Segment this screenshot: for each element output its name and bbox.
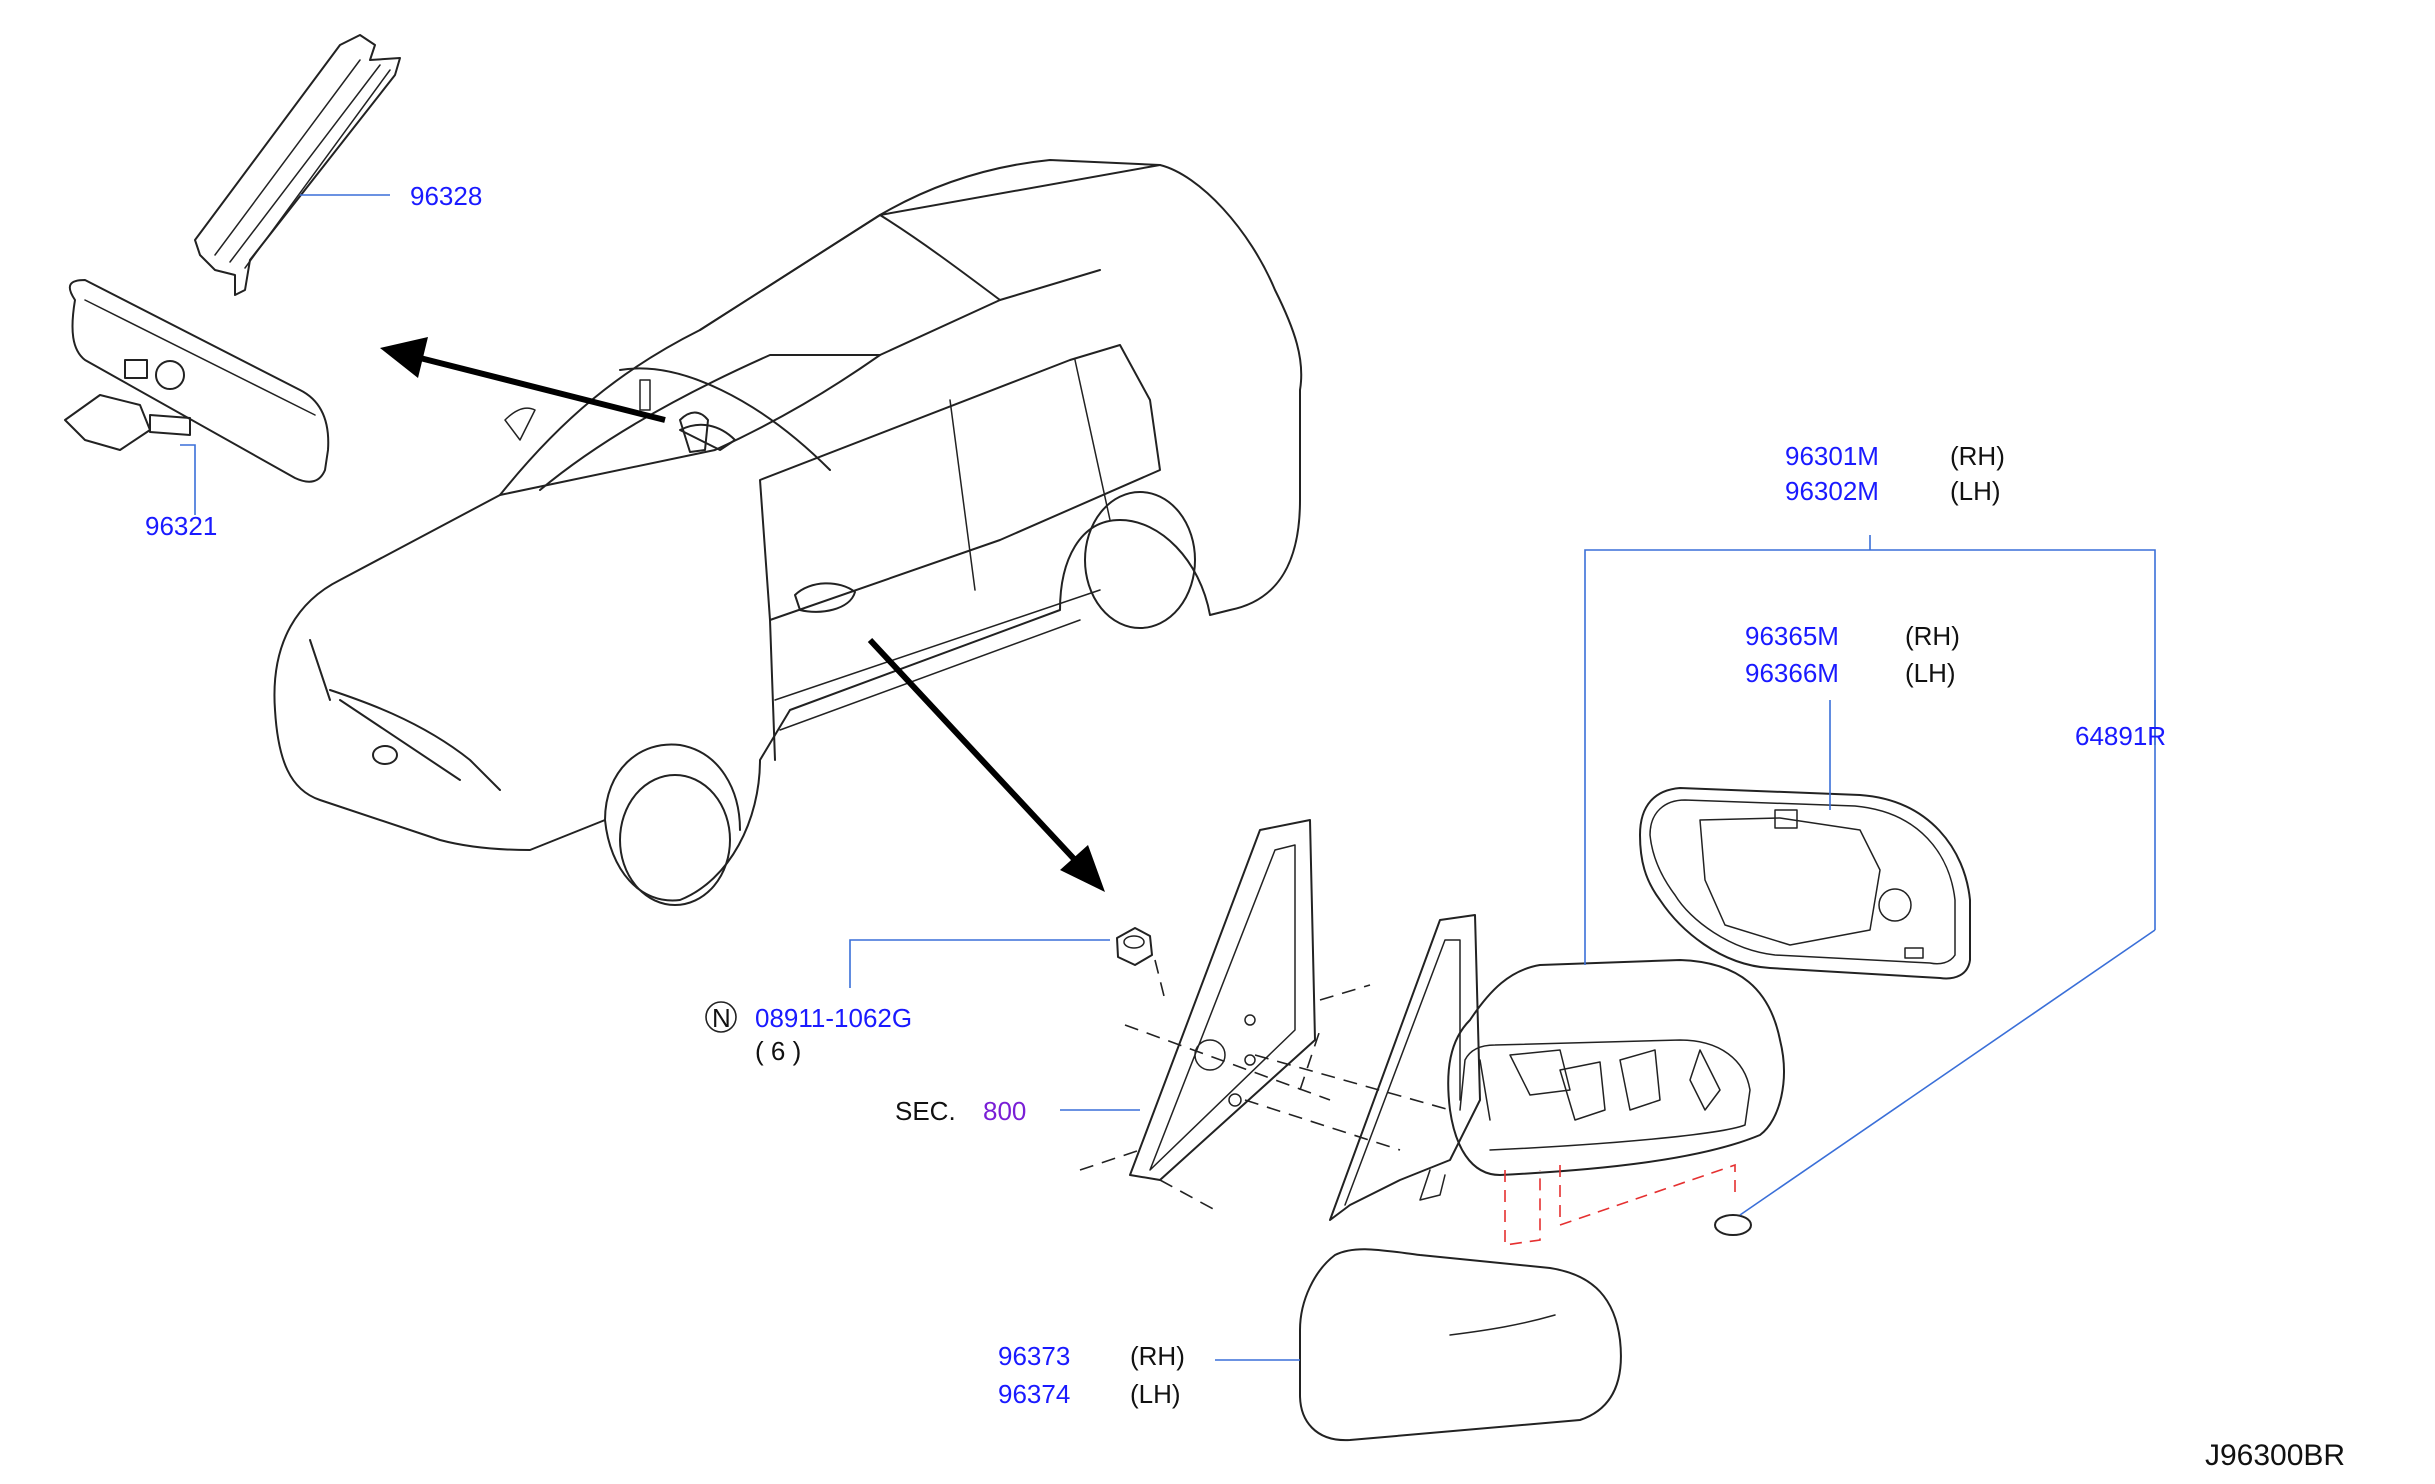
quantity-label: ( 6 ) [755, 1036, 801, 1066]
n-symbol: N [712, 1003, 731, 1033]
nut-part [1116, 927, 1153, 966]
side-label-lh: (LH) [1950, 476, 2001, 506]
part-number-96328[interactable]: 96328 [410, 181, 482, 211]
diagram-code: J96300BR [2205, 1439, 2345, 1472]
side-label-rh: (RH) [1130, 1341, 1185, 1371]
part-number-96301M[interactable]: 96301M [1785, 441, 1879, 471]
grommet-part [1714, 1214, 1752, 1236]
mirror-glass-part [1639, 787, 1971, 980]
pointer-arrows [380, 337, 1105, 892]
outside-mirror-base [1129, 819, 1316, 1181]
side-label-rh: (RH) [1950, 441, 2005, 471]
mirror-housing-part [1329, 914, 1785, 1221]
part-number-96365M[interactable]: 96365M [1745, 621, 1839, 651]
red-hidden-lines [1504, 1163, 1736, 1246]
part-labels: 96328 96321 96301M (RH) 96302M (LH) 9636… [145, 181, 2345, 1472]
part-number-64891R[interactable]: 64891R [2075, 721, 2166, 751]
part-number-96302M[interactable]: 96302M [1785, 476, 1879, 506]
part-number-96366M[interactable]: 96366M [1745, 658, 1839, 688]
car-illustration [273, 159, 1303, 906]
part-number-96373[interactable]: 96373 [998, 1341, 1070, 1371]
n-symbol-circle [705, 1001, 737, 1033]
side-label-lh: (LH) [1905, 658, 1956, 688]
part-number-96321[interactable]: 96321 [145, 511, 217, 541]
leader-lines [180, 194, 2156, 1361]
part-number-96374[interactable]: 96374 [998, 1379, 1070, 1409]
part-number-08911-1062G[interactable]: 08911-1062G [755, 1003, 912, 1033]
hidden-lines [1079, 959, 1451, 1211]
section-prefix: SEC. [895, 1096, 956, 1126]
inside-mirror-part [64, 279, 330, 483]
mirror-cap-part [1299, 1248, 1622, 1442]
mirror-cover-part [194, 34, 401, 296]
side-label-rh: (RH) [1905, 621, 1960, 651]
side-label-lh: (LH) [1130, 1379, 1181, 1409]
section-number[interactable]: 800 [983, 1096, 1026, 1126]
